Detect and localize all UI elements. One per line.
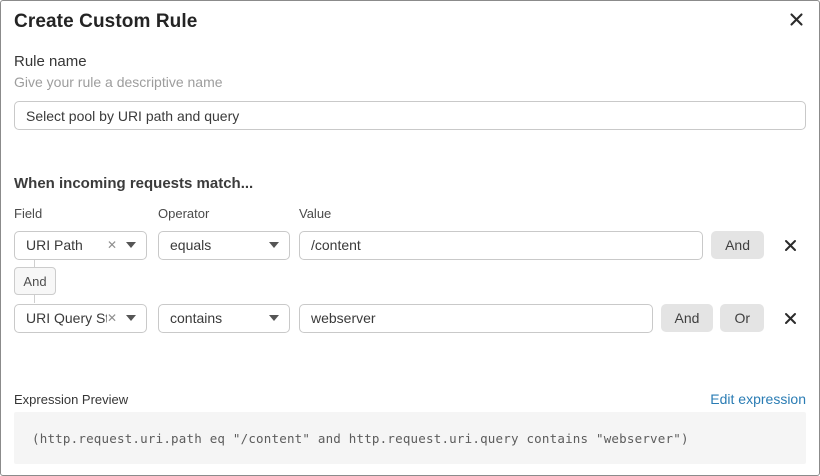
chevron-down-icon [126,315,136,321]
remove-condition-icon [784,239,797,252]
field-select-value: URI Query St... [26,310,107,326]
connector-line [34,295,35,303]
value-input[interactable] [299,303,653,333]
add-or-condition-button[interactable]: Or [720,304,764,332]
condition-connector: And [14,260,56,303]
condition-row: URI Query St... ✕ contains And Or [14,303,806,333]
chevron-down-icon [269,242,279,248]
operator-select[interactable]: contains [158,303,290,333]
edit-expression-link[interactable]: Edit expression [710,391,806,407]
condition-row: URI Path ✕ equals And [14,230,806,260]
rule-name-label: Rule name [14,53,87,70]
field-select-value: URI Path [26,237,83,253]
add-and-condition-button[interactable]: And [660,304,714,332]
field-select[interactable]: URI Path ✕ [14,230,147,260]
chevron-down-icon [269,315,279,321]
expression-preview-label: Expression Preview [14,392,129,407]
close-button[interactable] [787,10,806,29]
dialog-header: Create Custom Rule [14,11,806,35]
operator-select[interactable]: equals [158,230,290,260]
remove-condition-button[interactable] [774,239,806,252]
value-input[interactable] [299,230,704,260]
rule-name-input[interactable] [14,101,806,130]
remove-condition-icon [784,312,797,325]
operator-select-value: contains [170,310,223,326]
condition-column-labels: Field Operator Value [14,207,806,221]
clear-selection-icon[interactable]: ✕ [106,311,117,325]
chevron-down-icon [126,242,136,248]
connector-and-badge: And [14,267,56,295]
close-icon [789,12,804,27]
value-column-label: Value [299,206,332,221]
field-column-label: Field [14,206,43,221]
dialog-title: Create Custom Rule [14,11,198,32]
expression-code-block: (http.request.uri.path eq "/content" and… [14,412,806,464]
clear-selection-icon[interactable]: ✕ [106,238,117,252]
connector-line [34,260,35,267]
remove-condition-button[interactable] [774,312,806,325]
operator-select-value: equals [170,237,212,253]
match-heading: When incoming requests match... [14,175,254,192]
operator-column-label: Operator [158,206,210,221]
add-and-condition-button[interactable]: And [711,231,764,259]
expression-preview-header: Expression Preview Edit expression [14,391,806,407]
rule-name-helper: Give your rule a descriptive name [14,74,223,90]
field-select[interactable]: URI Query St... ✕ [14,303,147,333]
